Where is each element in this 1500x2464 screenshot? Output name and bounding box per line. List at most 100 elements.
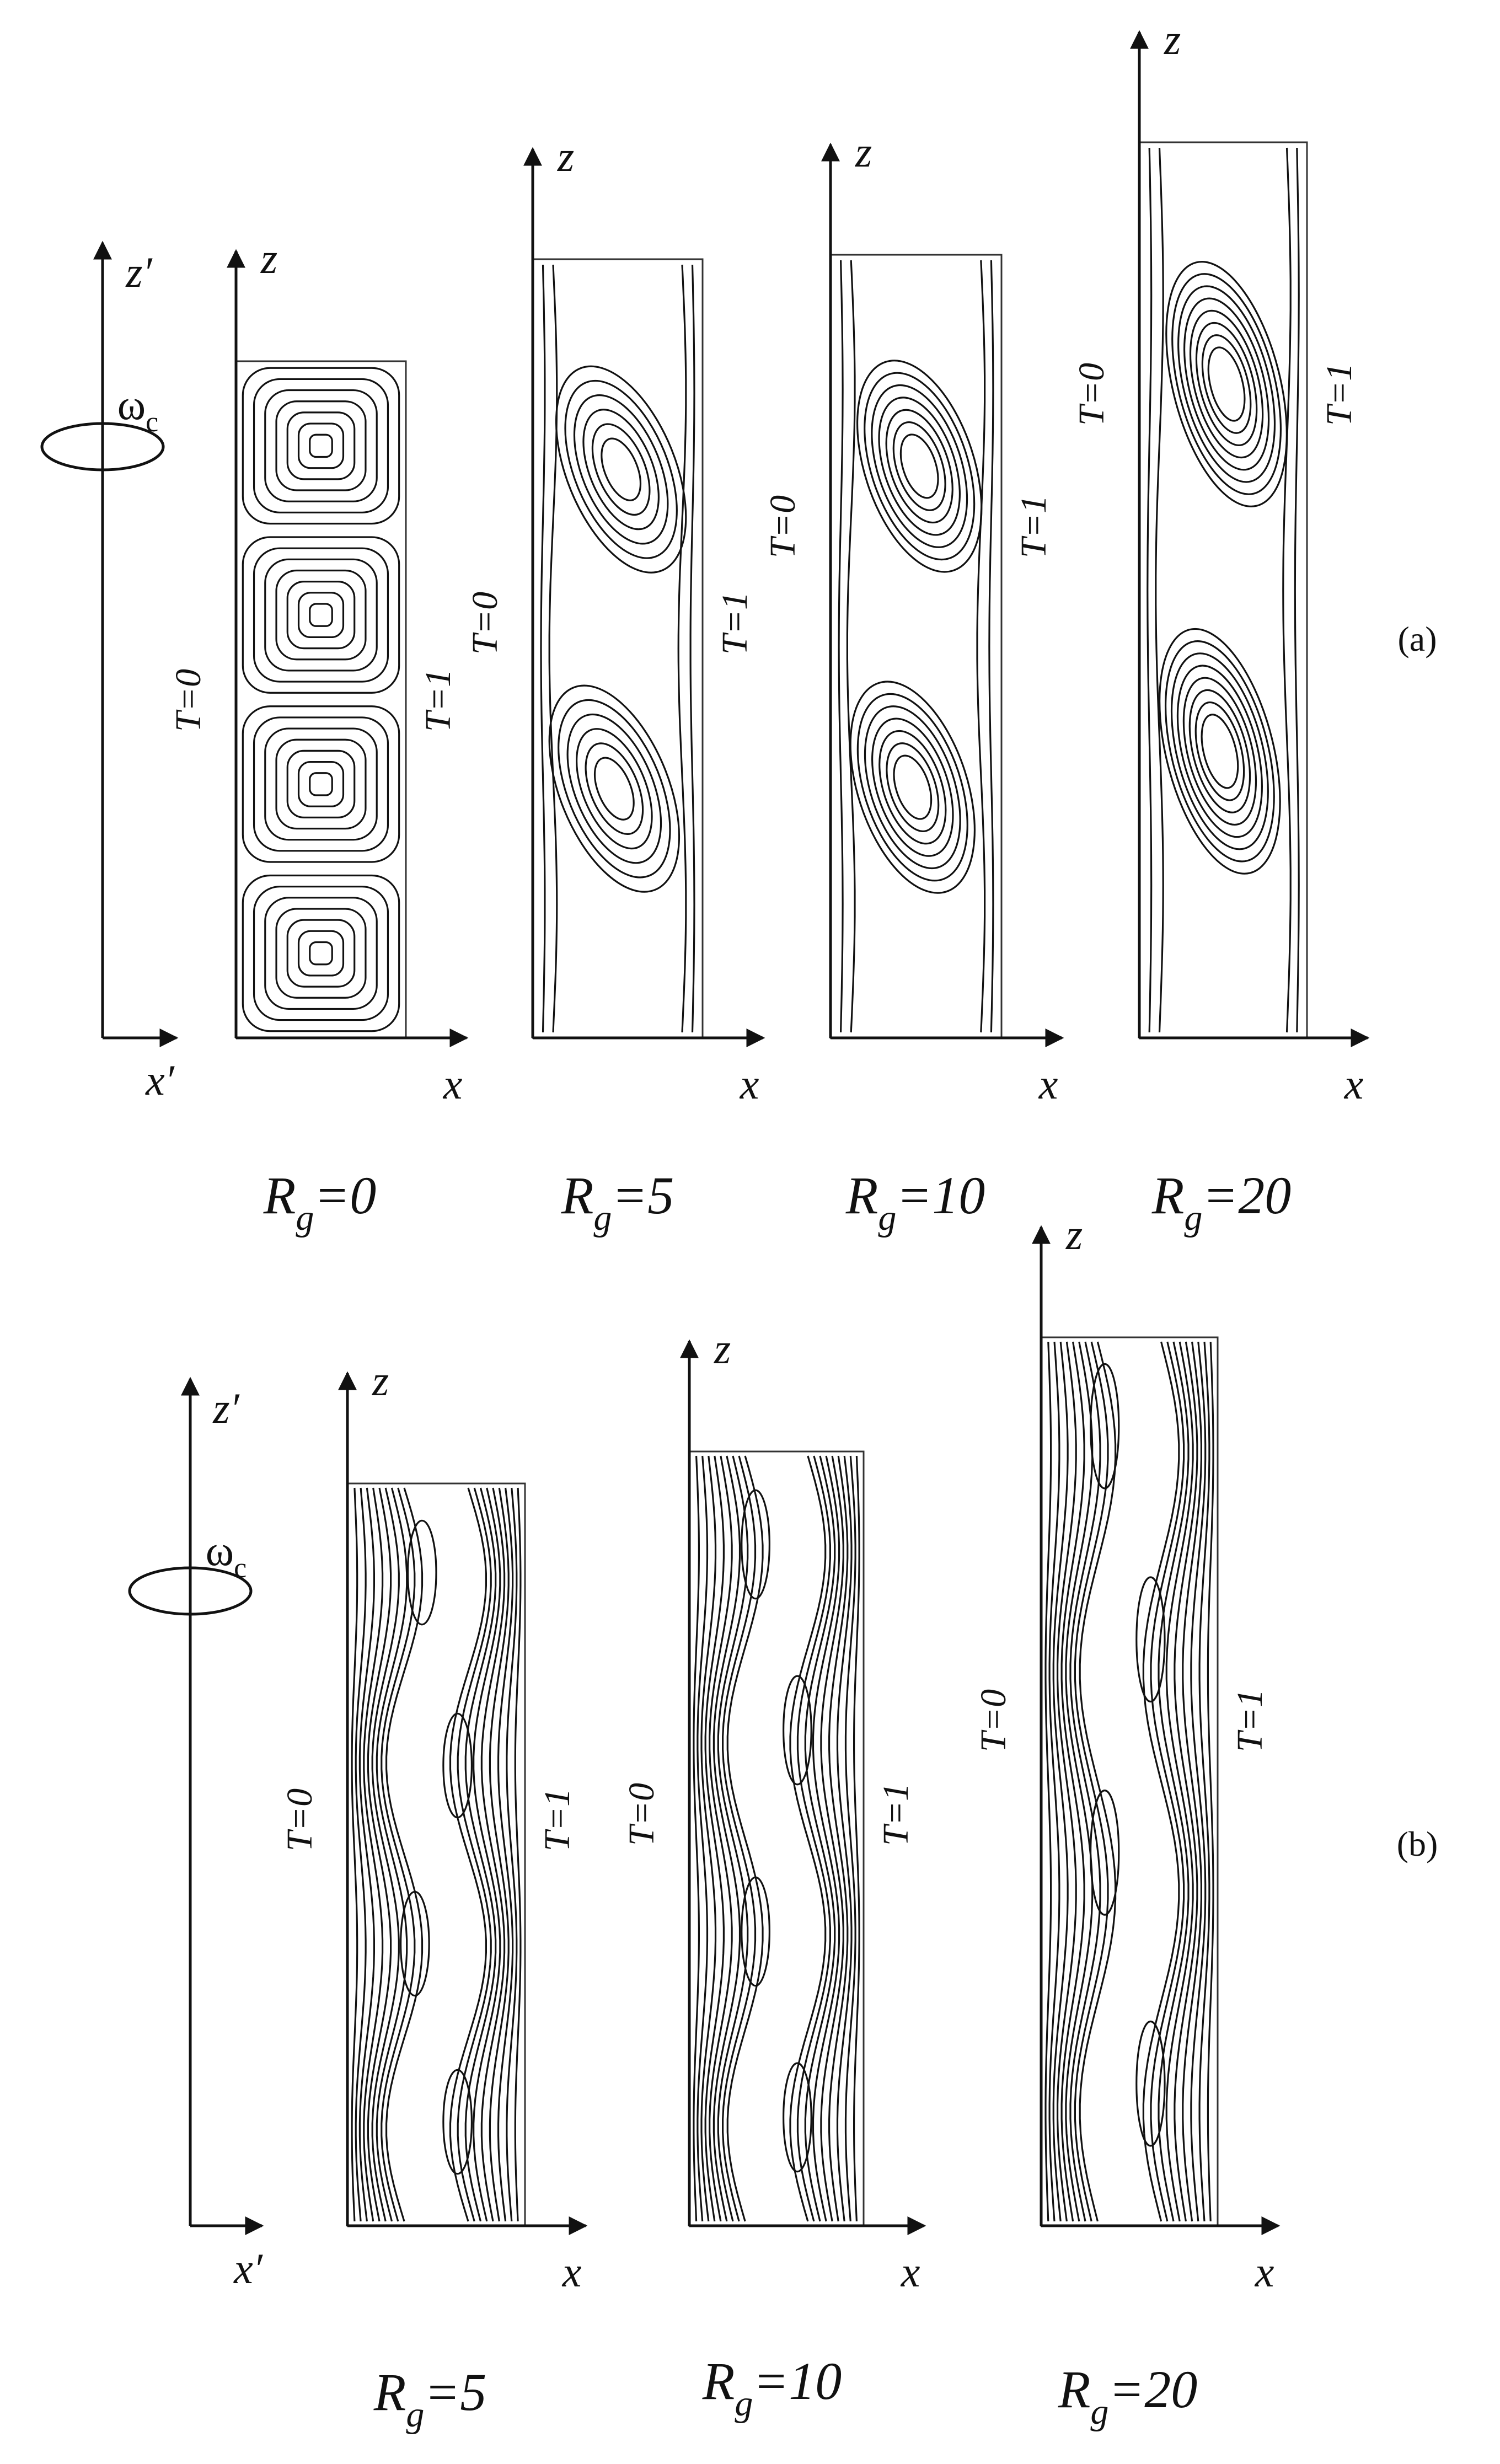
- streamline: [457, 1487, 492, 2222]
- streamline: [804, 1455, 836, 2222]
- panel-a-rotation-axis: z′ x′ ωc: [40, 240, 179, 1104]
- a-rg10-x-label: x: [1038, 1060, 1058, 1108]
- streamline: [497, 1487, 514, 2222]
- a-rg0-wall-right-label: T=1: [418, 669, 458, 732]
- b-rg10-wall-right-label: T=1: [876, 1783, 916, 1846]
- streamline: [1044, 1341, 1052, 2222]
- a-rg10-container-box: [829, 254, 1003, 1039]
- streamline: [1164, 640, 1275, 863]
- streamline: [1294, 147, 1300, 1033]
- omega-c-label: ωc: [117, 381, 158, 438]
- a-rg0-streamlines: [242, 367, 400, 1032]
- panel-a-zprime-label: z′: [125, 248, 153, 296]
- streamline: [593, 757, 635, 821]
- a-rg5-z-label: z: [557, 132, 574, 180]
- streamline: [871, 384, 968, 548]
- eddy: [1089, 1790, 1120, 1916]
- streamline: [601, 437, 642, 501]
- a-rg10-streamlines: [838, 260, 994, 1033]
- streamline: [376, 1487, 408, 2222]
- streamline: [564, 379, 678, 559]
- streamline: [242, 705, 400, 863]
- streamline: [1282, 147, 1292, 1033]
- a-rg20-z-label: z: [1164, 15, 1181, 63]
- streamline: [853, 1455, 860, 2222]
- a-rg20-wall-left-label: T=0: [1072, 363, 1112, 426]
- a-rg20-wall-right-label: T=1: [1319, 363, 1359, 426]
- eddy: [1135, 2020, 1166, 2147]
- streamline: [358, 1487, 375, 2222]
- streamline: [371, 1487, 400, 2222]
- streamline: [1052, 1341, 1069, 2222]
- streamline: [1170, 652, 1269, 850]
- streamline: [1194, 701, 1245, 801]
- streamline: [892, 421, 946, 511]
- eddy: [1089, 1363, 1120, 1490]
- streamline: [871, 717, 954, 857]
- eddy: [783, 2062, 812, 2173]
- streamline: [591, 423, 651, 516]
- b-rg5-wall-left-label: T=0: [280, 1788, 320, 1851]
- panel-a-caption: (a): [1397, 619, 1437, 658]
- panel-b-xprime-label: x′: [233, 2245, 264, 2292]
- panel-a-xprime-label: x′: [145, 1056, 175, 1104]
- streamline: [540, 264, 546, 1033]
- streamline: [286, 411, 356, 480]
- streamline: [1174, 1341, 1198, 2222]
- streamline: [506, 1487, 518, 2222]
- streamline: [253, 886, 389, 1021]
- a-rg10-z-label: z: [855, 128, 872, 176]
- a-rg5-x-label: x: [740, 1060, 759, 1108]
- b-rg20-x-label: x: [1255, 2248, 1274, 2296]
- streamline: [242, 367, 400, 525]
- streamline: [885, 409, 953, 524]
- b-rg20-z-label: z: [1065, 1210, 1083, 1258]
- streamline: [576, 728, 653, 850]
- streamline: [309, 603, 333, 627]
- b-rg10-rg-label: Rg=10: [702, 2351, 842, 2424]
- streamline: [275, 400, 367, 491]
- eddy: [406, 1519, 437, 1626]
- streamline: [286, 749, 356, 818]
- streamline: [264, 389, 378, 502]
- streamline: [1207, 1341, 1214, 2222]
- b-rg5-z-label: z: [372, 1357, 389, 1405]
- b-rg5-streamlines: [351, 1487, 522, 2222]
- streamline: [1171, 273, 1282, 495]
- panel-b-zprime-label: z′: [212, 1384, 240, 1432]
- streamline: [558, 699, 671, 879]
- streamline: [899, 433, 939, 499]
- streamline: [264, 897, 378, 1010]
- streamline: [1188, 689, 1251, 813]
- streamline: [309, 772, 333, 796]
- eddy: [783, 1675, 812, 1786]
- streamline: [1069, 1341, 1101, 2222]
- a-rg0-x-label: x: [443, 1060, 463, 1108]
- streamline: [1176, 665, 1263, 838]
- streamline: [1201, 714, 1239, 789]
- streamline: [846, 260, 856, 1033]
- eddy: [741, 1489, 770, 1600]
- streamline: [1159, 628, 1281, 875]
- streamline: [573, 394, 669, 545]
- a-rg5-wall-right-label: T=1: [715, 592, 755, 655]
- omega-c-label: ωc: [206, 1526, 247, 1584]
- a-rg5-wall-left-label: T=0: [465, 592, 505, 655]
- eddy: [399, 1890, 430, 1997]
- streamline: [548, 264, 558, 1033]
- streamline: [1065, 1341, 1094, 2222]
- streamline: [796, 1455, 831, 2222]
- streamline: [351, 1487, 358, 2222]
- eddy: [442, 1712, 473, 1819]
- streamline: [363, 1487, 384, 2222]
- streamline: [844, 1455, 856, 2222]
- streamline: [585, 742, 644, 835]
- streamline: [856, 360, 983, 573]
- streamline: [1147, 147, 1153, 1033]
- rotation-arrow-icon: [40, 422, 165, 472]
- streamline: [264, 727, 378, 841]
